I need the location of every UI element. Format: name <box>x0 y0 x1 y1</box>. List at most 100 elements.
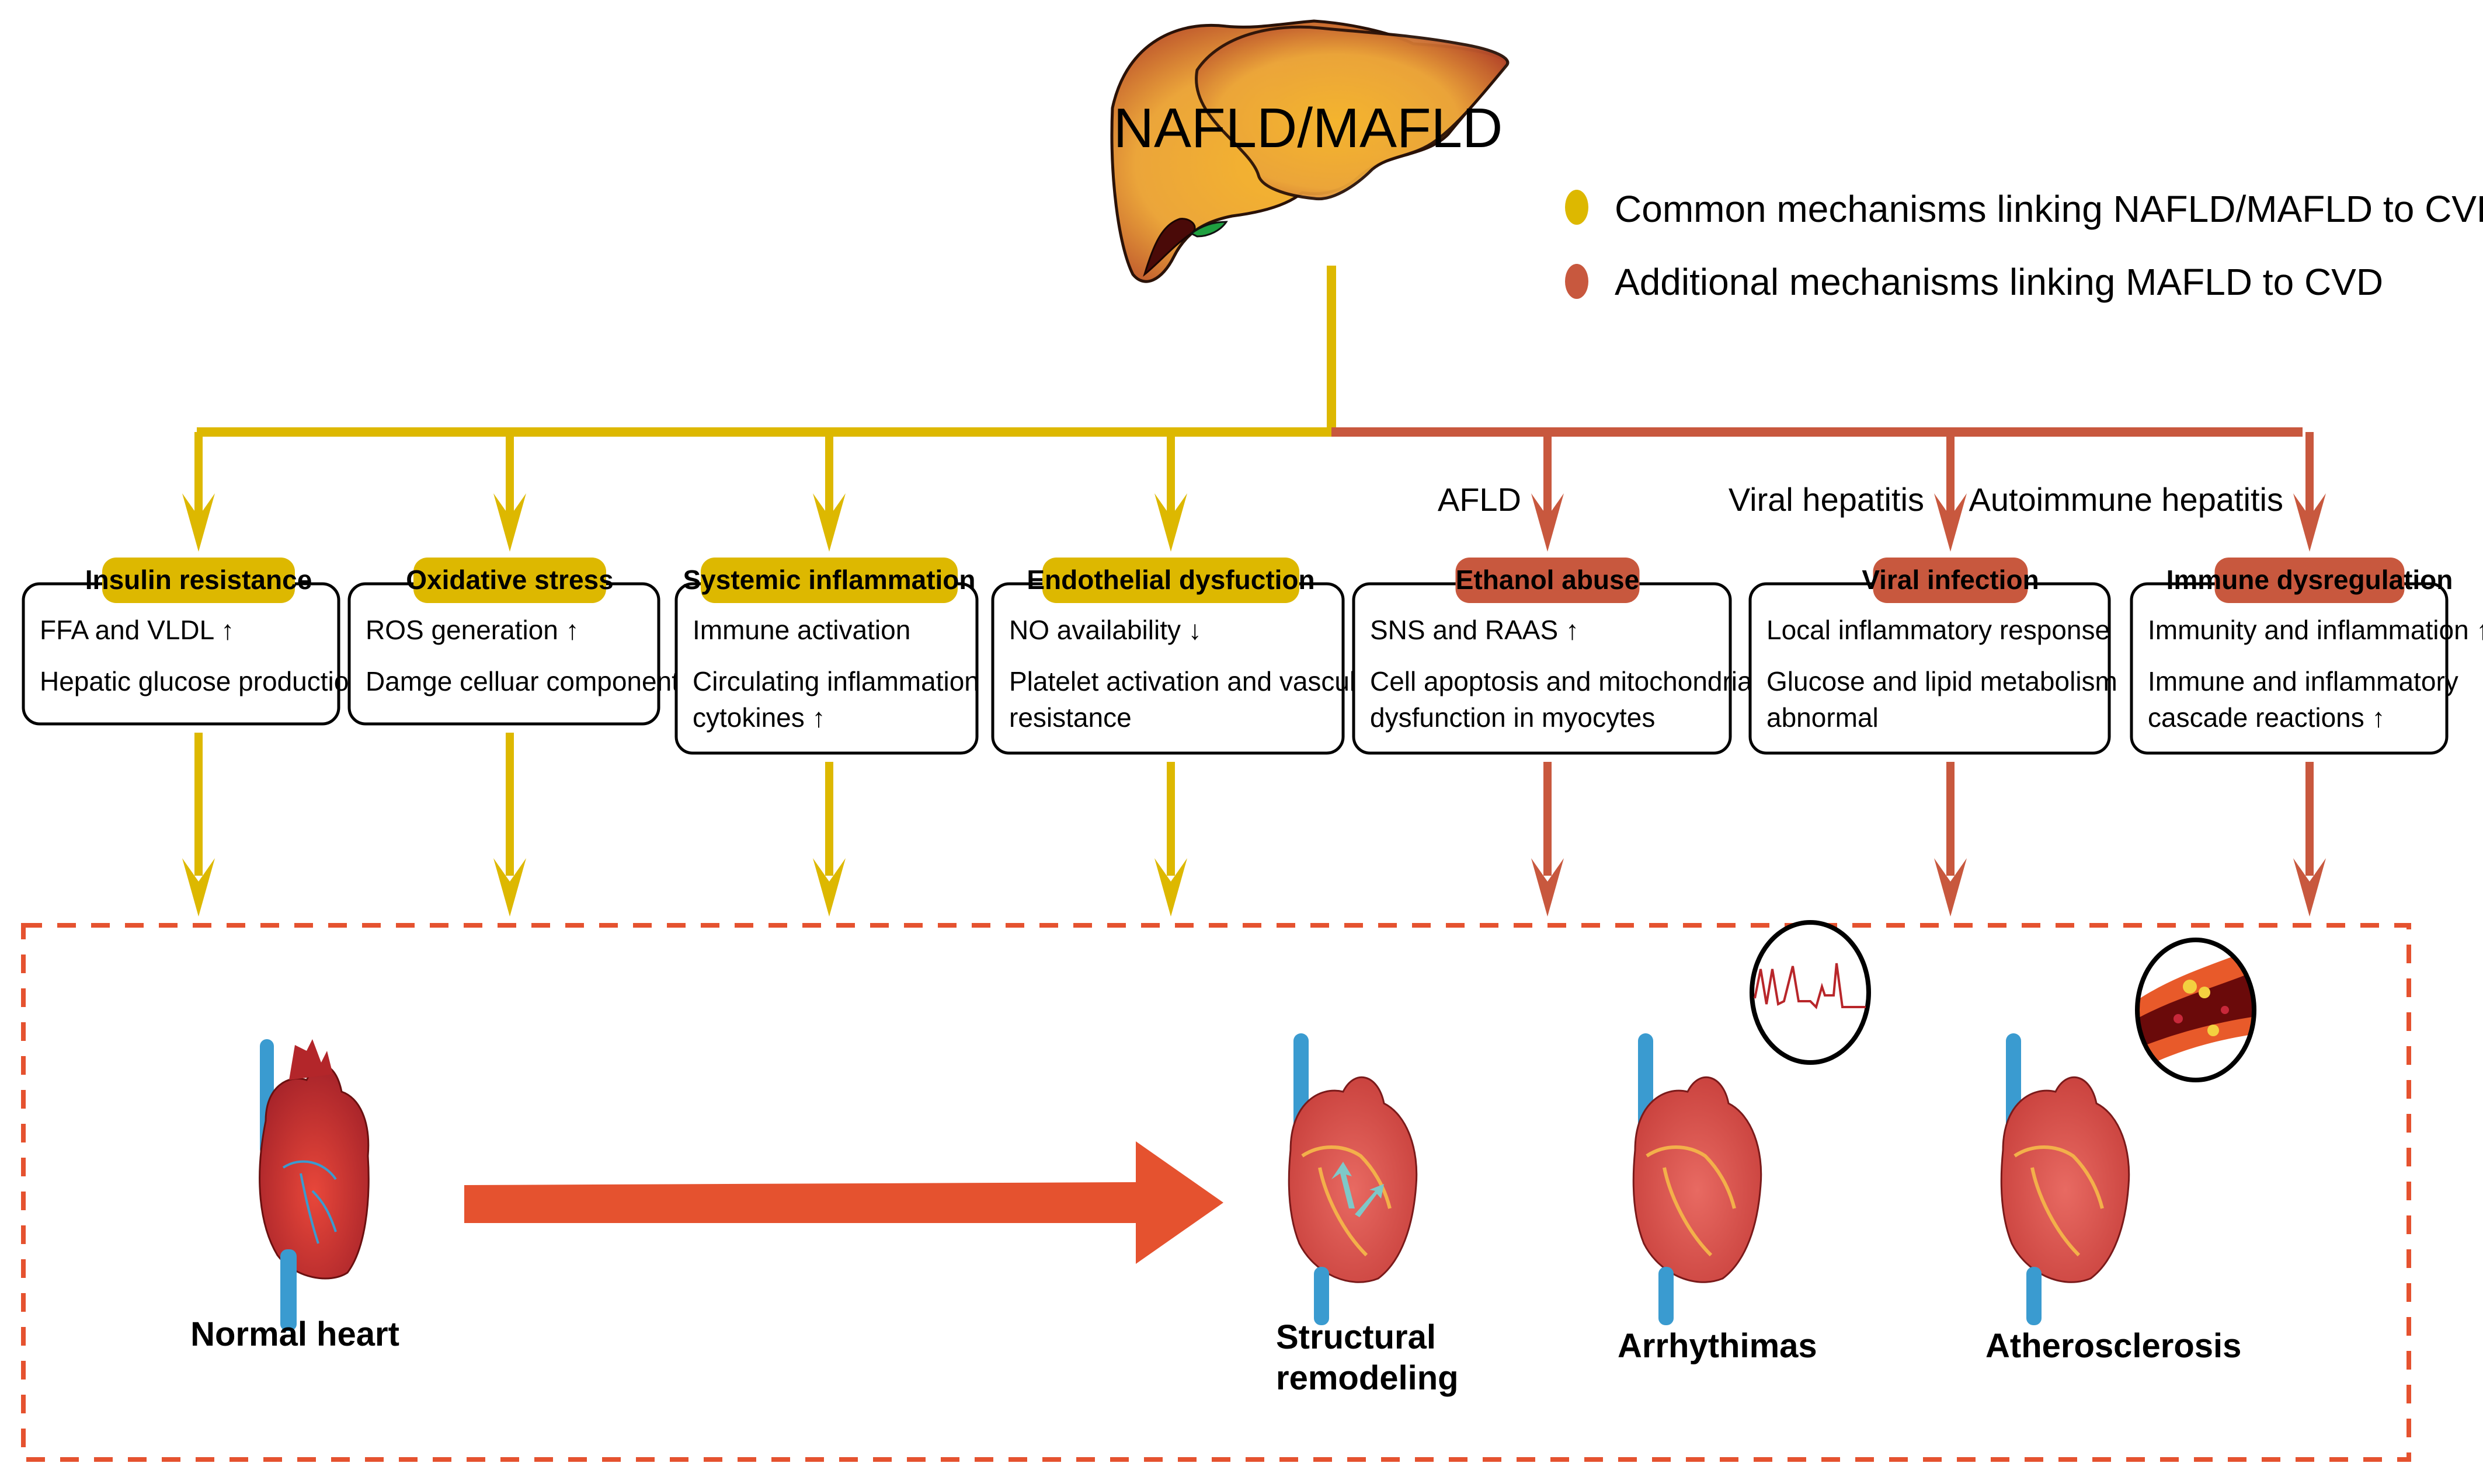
mechanism-title-pill <box>1873 558 2028 603</box>
inferior-vena-cava <box>2026 1267 2042 1325</box>
mechanism-detail: Hepatic glucose production <box>40 666 364 696</box>
arrhythmia-illustration: Arrhythimas <box>1618 1033 1817 1365</box>
mechanism-detail: abnormal <box>1766 702 1879 733</box>
mechanism-detail: dysfunction in myocytes <box>1370 702 1655 733</box>
mechanism-detail: Cell apoptosis and mitochondrial <box>1370 666 1758 696</box>
conduction-path <box>1301 1145 1392 1257</box>
liver-title: NAFLD/MAFLD <box>1114 97 1503 159</box>
legend-label-common: Common mechanisms linking NAFLD/MAFLD to… <box>1615 188 2483 230</box>
mechanism-detail: Damge celluar components <box>366 666 693 696</box>
liver-illustration: NAFLD/MAFLD <box>1110 19 1510 283</box>
arrow-head-icon <box>813 493 846 552</box>
outcome-label-structural-2: remodeling <box>1276 1359 1459 1397</box>
structural-remodeling-illustration: Structural remodeling <box>1276 1033 1459 1397</box>
inset-circle <box>2135 938 2256 1082</box>
mechanism-title: Insulin resistance <box>85 565 312 595</box>
plaque-icon <box>2207 1025 2219 1036</box>
mechanism-title-pill <box>701 558 958 603</box>
mechanism-detail: Local inflammatory response <box>1766 615 2110 645</box>
conduction-path <box>1646 1145 1736 1257</box>
mechanism-title: Immune dysregulation <box>2166 565 2453 595</box>
mechanism-detail: cytokines ↑ <box>693 702 826 733</box>
legend-label-additional: Additional mechanisms linking MAFLD to C… <box>1615 261 2383 303</box>
aorta-branches <box>289 1039 333 1080</box>
cause-label: AFLD <box>1438 481 1521 518</box>
atherosclerosis-illustration: Atherosclerosis <box>1985 1033 2241 1365</box>
heart-body <box>259 1064 370 1280</box>
outcome-region <box>21 923 2411 1462</box>
remodeling-arrows-icon <box>1331 1162 1384 1217</box>
arrow-head-icon <box>1531 858 1564 917</box>
normal-heart-illustration: Normal heart <box>190 1039 399 1353</box>
arrow-head-icon <box>813 858 846 917</box>
legend-dot-additional <box>1565 264 1588 299</box>
arrow-head-icon <box>493 858 526 917</box>
artery-lumen <box>2137 969 2254 1051</box>
legend: Common mechanisms linking NAFLD/MAFLD to… <box>1565 188 2483 303</box>
cause-label: Autoimmune hepatitis <box>1969 481 2283 518</box>
mechanism-detail: resistance <box>1009 702 1132 733</box>
mechanism-detail: SNS and RAAS ↑ <box>1370 615 1579 645</box>
ecg-inset <box>1750 920 1871 1065</box>
arrow-head-icon <box>182 493 215 552</box>
blood-cell-icon <box>2174 1014 2183 1023</box>
mechanism-title-pill <box>413 558 606 603</box>
inset-circle <box>1750 920 1871 1065</box>
mechanism-title: Systemic inflammation <box>683 565 975 595</box>
arrow-head-icon <box>1934 493 1967 552</box>
arrow-head-icon <box>493 493 526 552</box>
mechanism-box <box>22 582 340 726</box>
mechanism-detail: Glucose and lipid metabolism <box>1766 666 2117 696</box>
outcome-label-arrhythmia: Arrhythimas <box>1618 1327 1817 1365</box>
liver-right-lobe <box>1195 25 1510 201</box>
outcome-label-normal: Normal heart <box>190 1315 399 1353</box>
gallbladder <box>1190 221 1228 238</box>
heart-body <box>2000 1076 2130 1283</box>
mechanism-detail: ROS generation ↑ <box>366 615 579 645</box>
mechanism-detail: FFA and VLDL ↑ <box>40 615 234 645</box>
liver-vessel <box>1143 218 1196 277</box>
outcome-label-structural-1: Structural <box>1276 1318 1436 1356</box>
legend-dot-common <box>1565 190 1588 225</box>
mechanism-title: Endothelial dysfuction <box>1027 565 1314 595</box>
arrow-head-icon <box>1531 493 1564 552</box>
mechanism-detail: Immunity and inflammation ↑ <box>2148 615 2483 645</box>
heart-body <box>1288 1076 1418 1283</box>
heart-body <box>1632 1076 1762 1283</box>
conduction-path <box>2013 1145 2104 1257</box>
plaque-icon <box>2183 980 2197 994</box>
arrow-head-icon <box>1154 858 1187 917</box>
mechanism-endothelial-dysfuction: Endothelial dysfuction NO availability ↓ P… <box>991 432 1379 917</box>
cause-label: Viral hepatitis <box>1729 481 1924 518</box>
plaque-icon <box>2199 987 2210 998</box>
mechanism-title: Viral infection <box>1862 565 2039 595</box>
arrow-head-icon <box>1934 858 1967 917</box>
mechanism-detail: Immune activation <box>693 615 910 645</box>
blood-cell-icon <box>2221 1006 2229 1014</box>
mechanism-detail: Platelet activation and vascular <box>1009 666 1379 696</box>
coronary-vessels <box>282 1160 337 1244</box>
inferior-vena-cava <box>1658 1267 1674 1325</box>
mechanism-title: Oxidative stress <box>406 565 613 595</box>
mechanism-title: Ethanol abuse <box>1456 565 1639 595</box>
mechanism-title-pill <box>2214 558 2405 603</box>
artery-plaque-inset <box>2135 938 2256 1082</box>
inferior-vena-cava <box>1314 1267 1329 1325</box>
inferior-vena-cava <box>280 1249 297 1331</box>
mechanism-detail: NO availability ↓ <box>1009 615 1202 645</box>
outcome-label-atherosclerosis: Atherosclerosis <box>1985 1327 2241 1365</box>
mechanism-box <box>347 582 660 726</box>
mechanism-detail: cascade reactions ↑ <box>2148 702 2385 733</box>
mechanism-detail: Immune and inflammatory <box>2148 666 2458 696</box>
arrow-head-icon <box>2293 858 2326 917</box>
arrow-head-icon <box>182 858 215 917</box>
arrow-head-icon <box>1154 493 1187 552</box>
